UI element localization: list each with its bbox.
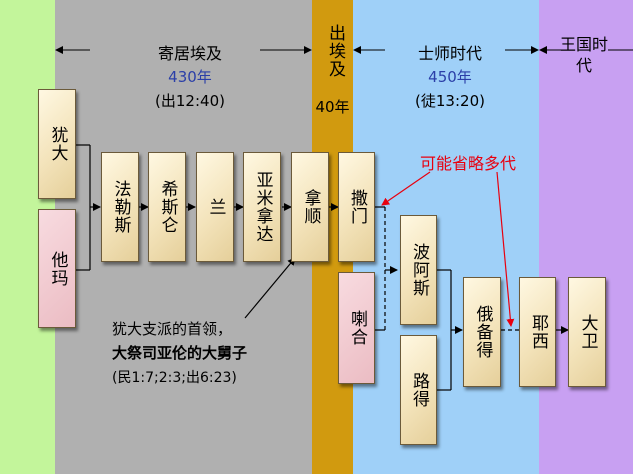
sojourn-ref: (出12:40) <box>155 92 225 110</box>
person-obed: 俄备得 <box>463 277 501 387</box>
person-david: 大卫 <box>568 277 606 387</box>
sojourn-years: 430年 <box>168 68 212 86</box>
person-hezron: 希斯仑 <box>148 152 186 262</box>
judges-ref: (徒13:20) <box>415 92 485 110</box>
sojourn-title: 寄居埃及 <box>157 44 222 63</box>
person-tamar: 他玛 <box>38 209 76 328</box>
person-ram: 兰 <box>196 152 234 262</box>
nahshon-note-line2: 大祭司亚伦的大舅子 <box>112 344 248 362</box>
kingdom-title: 王国时代 <box>560 35 609 75</box>
exodus-years: 40年 <box>315 98 350 116</box>
exodus-title: 出埃及 <box>325 24 345 78</box>
person-perez: 法勒斯 <box>101 152 139 262</box>
person-boaz: 波阿斯 <box>400 215 437 325</box>
gap-note: 可能省略多代 <box>420 154 517 173</box>
band-kingdom <box>539 0 633 474</box>
nahshon-note-line1: 犹大支派的首领， <box>112 320 233 338</box>
person-ruth: 路得 <box>400 335 437 445</box>
person-jesse: 耶西 <box>519 277 556 387</box>
judges-years: 450年 <box>428 68 472 86</box>
nahshon-note-ref: (民1:7;2:3;出6:23) <box>112 370 237 386</box>
person-salmon: 撒门 <box>338 152 375 262</box>
judges-title: 士师时代 <box>417 44 482 63</box>
person-rahab: 喇合 <box>338 272 375 384</box>
band-judges <box>353 0 539 474</box>
person-amminadab: 亚米拿达 <box>243 152 281 262</box>
person-judah: 犹大 <box>38 89 76 199</box>
person-nahshon: 拿顺 <box>291 152 329 262</box>
